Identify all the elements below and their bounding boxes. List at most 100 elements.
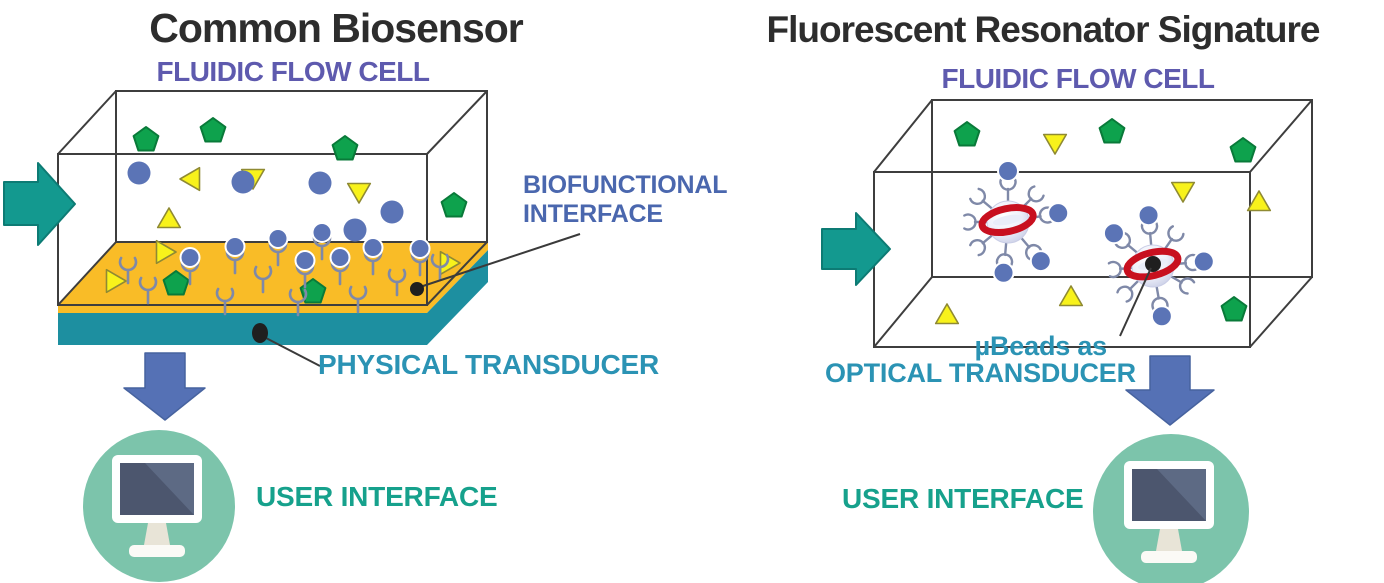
left-flow-inlet-arrow [3, 162, 76, 246]
microbead-resonator [1102, 204, 1215, 328]
optical-transducer-line2: OPTICAL TRANSDUCER [825, 358, 1136, 388]
antibody-receptor [387, 268, 407, 297]
analyte-circle-particle [343, 218, 367, 242]
bead-receptor-cup [1038, 206, 1054, 224]
captured-analyte [267, 228, 289, 249]
bead-receptor-cup [1025, 244, 1043, 261]
pentagon-particle [1220, 296, 1248, 322]
triangle-particle [1042, 133, 1068, 155]
resonator-ring [978, 204, 1037, 237]
pentagon-particle [162, 270, 190, 296]
bead-receptor-cup [999, 177, 1017, 191]
physical-annotation-dot [252, 323, 268, 343]
pentagon-particle [1098, 118, 1126, 144]
bead-receptor-cup [1140, 220, 1159, 235]
antibody-receptor [253, 265, 273, 294]
captured-analyte [294, 250, 316, 271]
bead-receptor-cup [1027, 185, 1045, 203]
antibody-receptor [179, 247, 201, 286]
bead-receptor-cup [1167, 225, 1185, 242]
captured-analyte [1102, 222, 1125, 245]
antibody-receptor [224, 236, 246, 275]
captured-analyte [1150, 305, 1173, 328]
interface-layer-front [58, 305, 427, 313]
biofunctional-interface-label: BIOFUNCTIONAL INTERFACE [523, 171, 728, 229]
antibody-receptor [430, 253, 450, 282]
right-analyte-particles [934, 118, 1272, 325]
left-panel-common-biosensor [3, 90, 581, 582]
triangle-particle [1170, 181, 1196, 203]
pentagon-particle [132, 126, 160, 152]
triangle-particle [934, 303, 960, 325]
physical-transducer-label: PHYSICAL TRANSDUCER [318, 349, 660, 380]
triangle-particle [439, 250, 461, 276]
triangle-particle [346, 182, 372, 204]
antibody-receptor [329, 247, 351, 286]
antibody-receptor [215, 287, 235, 316]
analyte-circle-particle [380, 200, 404, 224]
right-fluidic-flow-cell-label: FLUIDIC FLOW CELL [941, 63, 1215, 94]
pentagon-particle [199, 117, 227, 143]
antibody-receptor [138, 276, 158, 305]
right-panel-title: Fluorescent Resonator Signature [766, 9, 1321, 50]
left-analyte-particles [105, 117, 468, 304]
annotation-dot [1145, 256, 1161, 272]
user-interface-icon [1093, 434, 1249, 583]
captured-analyte [409, 238, 431, 259]
biofunctional-interface-line1: BIOFUNCTIONAL [523, 171, 728, 199]
bead-receptor-cup [1178, 277, 1196, 295]
analyte-circle-particle [308, 171, 332, 195]
bead-receptor-cup [1114, 231, 1131, 249]
captured-analyte [311, 222, 333, 243]
biofunctional-annotation-line [422, 233, 581, 287]
pentagon-particle [440, 192, 468, 218]
triangle-particle [105, 268, 127, 294]
right-flow-cell-box [873, 99, 1313, 348]
captured-analyte [362, 237, 384, 258]
right-flow-inlet-arrow [821, 212, 891, 286]
optical-transducer-line1: µBeads as [974, 331, 1108, 361]
antibody-receptor [311, 222, 333, 261]
monitor-icon [112, 455, 202, 557]
optical-transducer-label: µBeads as OPTICAL TRANSDUCER [825, 331, 1136, 388]
right-signal-arrow [1125, 355, 1215, 426]
captured-analyte [1192, 250, 1215, 273]
bead-receptor-cup [1116, 285, 1134, 303]
bead-receptor-cup [963, 213, 977, 231]
bead-receptor-cup [969, 187, 986, 205]
bead-receptor-cup [995, 253, 1014, 268]
triangle-particle [156, 207, 182, 229]
interface-layer-side [427, 242, 488, 313]
antibody-receptor [362, 237, 384, 276]
captured-analyte [224, 236, 246, 257]
transducer-layer-front [58, 313, 427, 345]
left-flow-cell-box [57, 90, 488, 306]
bead-receptor-cup [1151, 296, 1169, 312]
analyte-circle-particle [231, 170, 255, 194]
bead-receptor-cup [1107, 260, 1122, 279]
triangle-particle [155, 239, 177, 265]
antibody-receptor [294, 250, 316, 289]
pentagon-particle [1229, 137, 1257, 163]
physical-annotation-line [265, 337, 321, 367]
biofunctional-annotation-dot [410, 282, 424, 296]
analyte-circle-particle [127, 161, 151, 185]
left-fluidic-flow-cell-label: FLUIDIC FLOW CELL [156, 56, 430, 87]
antibody-receptor [348, 285, 368, 314]
left-signal-arrow [123, 352, 206, 421]
triangle-particle [179, 166, 201, 192]
antibody-receptor [409, 238, 431, 277]
captured-analyte [997, 160, 1019, 182]
left-user-interface-label: USER INTERFACE [256, 481, 498, 512]
biofunctional-interface-line2: INTERFACE [523, 200, 663, 228]
antibody-receptor [288, 288, 308, 317]
monitor-icon [1124, 461, 1214, 563]
captured-analyte [1047, 202, 1070, 225]
captured-analyte [179, 247, 201, 268]
antibody-receptor [118, 256, 138, 285]
captured-analyte [992, 261, 1015, 284]
right-panel-fluorescent-resonator [821, 99, 1313, 583]
pentagon-particle [953, 121, 981, 147]
bead-receptor-cup [969, 239, 986, 257]
